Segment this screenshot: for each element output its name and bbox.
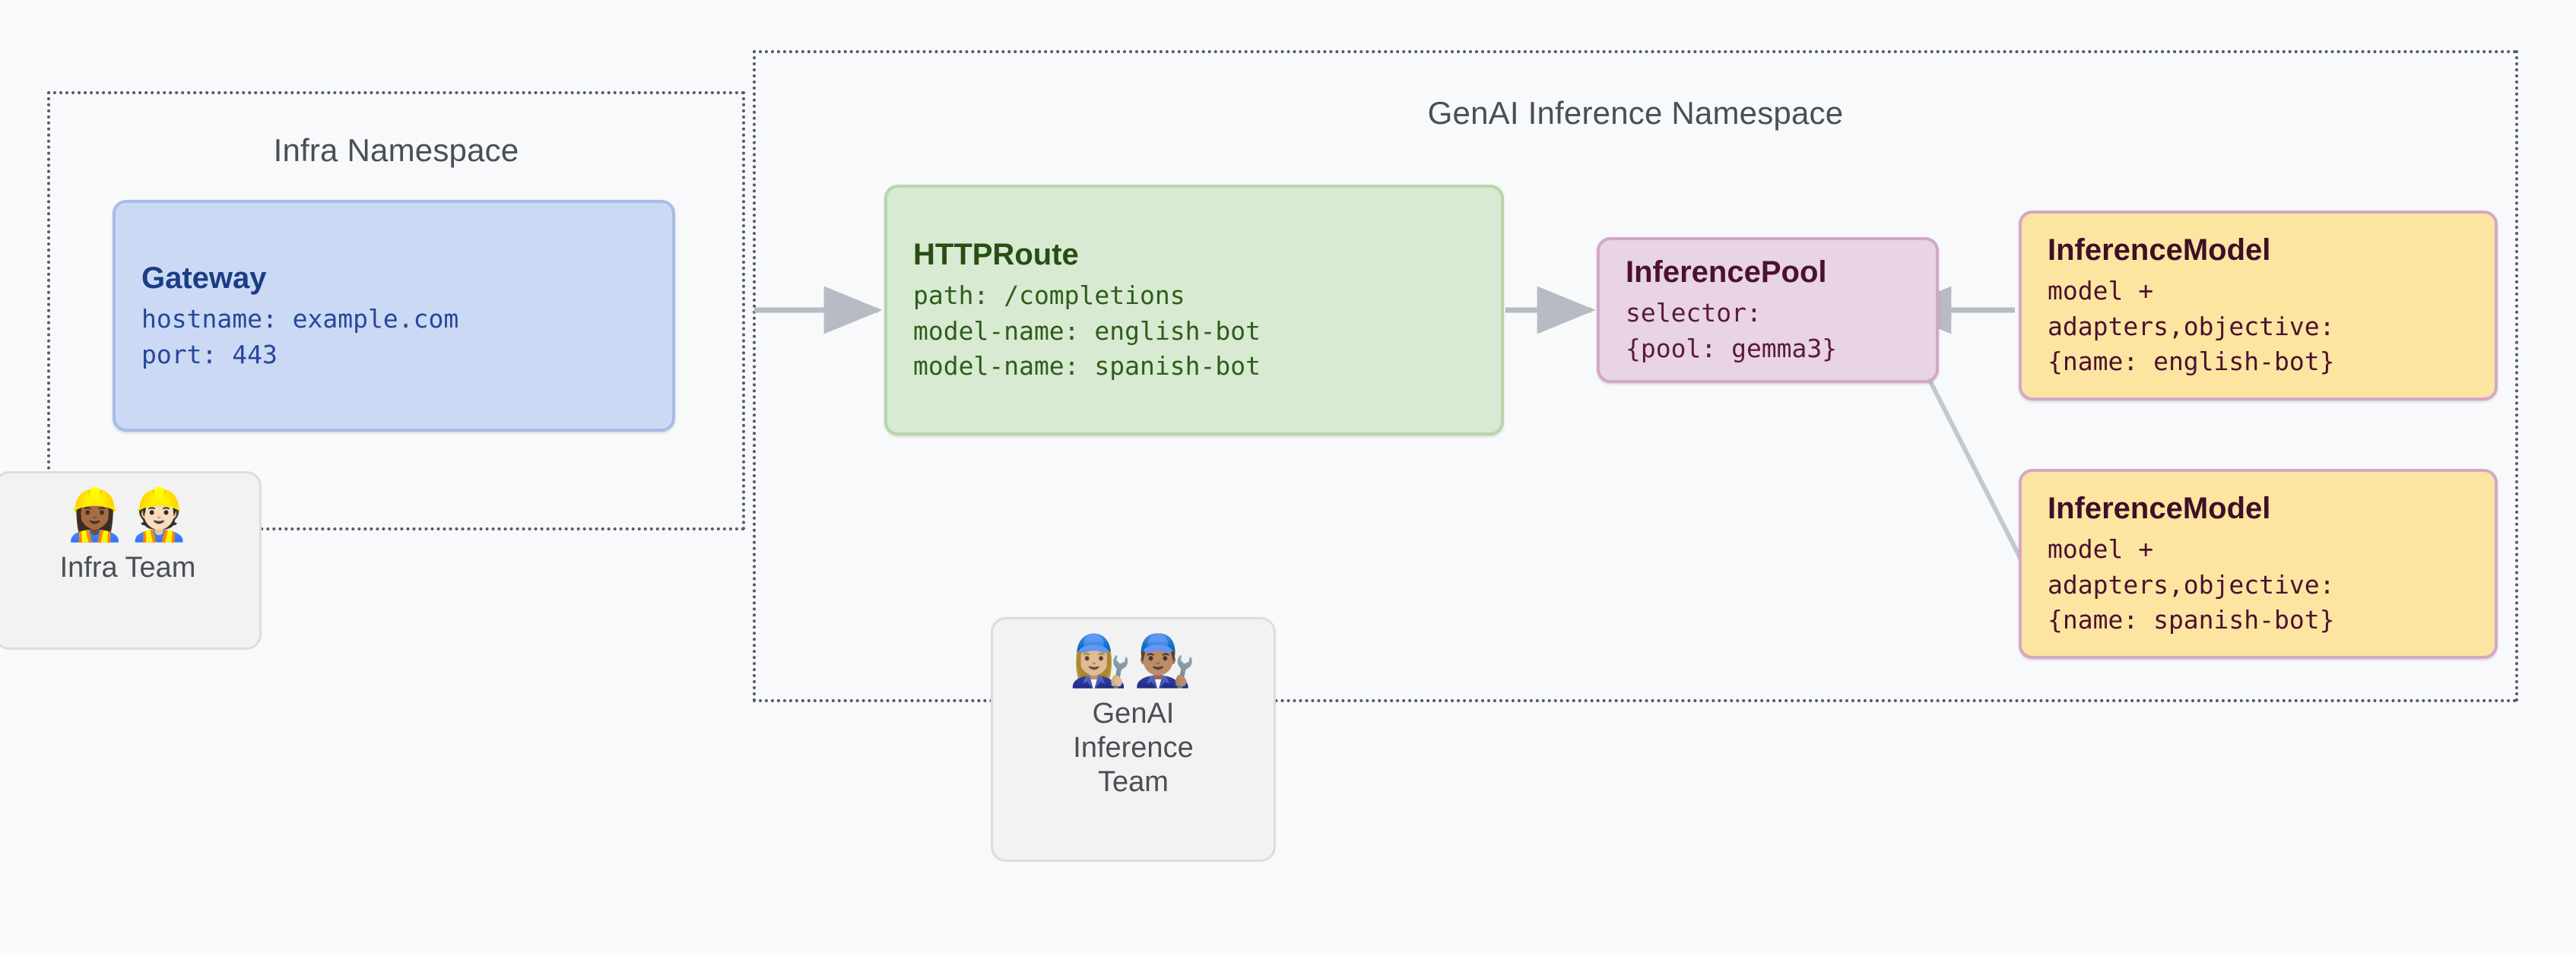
inferencemodel-spanish-title: InferenceModel: [2048, 491, 2271, 525]
infra-team-emoji-group: 👷🏾‍♀️👷🏻: [63, 486, 192, 543]
inferencemodel-spanish-line-model: model +: [2048, 533, 2154, 564]
infra-namespace-title: Infra Namespace: [273, 132, 519, 168]
inferencemodel-spanish-line-adapters: adapters,objective:: [2048, 569, 2335, 600]
inferencemodel-english-line-name: {name: english-bot}: [2048, 347, 2335, 377]
httproute-path: path: /completions: [913, 280, 1185, 310]
genai-inference-team-label-line-1: GenAI: [1092, 697, 1175, 730]
genai-inference-namespace-title: GenAI Inference Namespace: [1427, 95, 1844, 131]
inferencemodel-english-card[interactable]: InferenceModel model + adapters,objectiv…: [2019, 211, 2498, 401]
gateway-hostname: hostname: example.com: [141, 303, 459, 334]
genai-inference-team-card[interactable]: 👩🏼‍🔧👨🏽‍🔧 GenAI Inference Team: [991, 617, 1276, 862]
httproute-title: HTTPRoute: [913, 237, 1079, 271]
genai-inference-team-label-line-3: Team: [1098, 765, 1169, 798]
httproute-model-name-english: model-name: english-bot: [913, 315, 1261, 346]
inferencepool-title: InferencePool: [1626, 255, 1827, 290]
infra-team-card[interactable]: 👷🏾‍♀️👷🏻 Infra Team: [0, 471, 262, 650]
gateway-title: Gateway: [141, 261, 267, 295]
httproute-card[interactable]: HTTPRoute path: /completions model-name:…: [884, 185, 1504, 435]
infra-team-label: Infra Team: [59, 551, 196, 584]
inferencepool-selector-key: selector:: [1626, 298, 1762, 328]
inferencemodel-spanish-card[interactable]: InferenceModel model + adapters,objectiv…: [2019, 469, 2498, 659]
inferencemodel-english-line-model: model +: [2048, 275, 2154, 306]
gateway-port: port: 443: [141, 339, 278, 369]
inferencepool-card[interactable]: InferencePool selector: {pool: gemma3}: [1597, 237, 1939, 383]
infra-namespace-container: Infra Namespace: [47, 91, 745, 530]
inferencemodel-english-title: InferenceModel: [2048, 233, 2271, 267]
inferencemodel-english-line-adapters: adapters,objective:: [2048, 311, 2335, 341]
genai-inference-team-emoji-group: 👩🏼‍🔧👨🏽‍🔧: [1069, 632, 1198, 689]
gateway-card[interactable]: Gateway hostname: example.com port: 443: [113, 200, 675, 432]
inferencemodel-spanish-line-name: {name: spanish-bot}: [2048, 605, 2335, 635]
genai-inference-team-label-line-2: Inference: [1073, 731, 1194, 764]
inferencepool-selector-value: {pool: gemma3}: [1626, 334, 1838, 363]
genai-inference-namespace-container: GenAI Inference Namespace: [753, 50, 2518, 702]
httproute-model-name-spanish: model-name: spanish-bot: [913, 351, 1261, 382]
